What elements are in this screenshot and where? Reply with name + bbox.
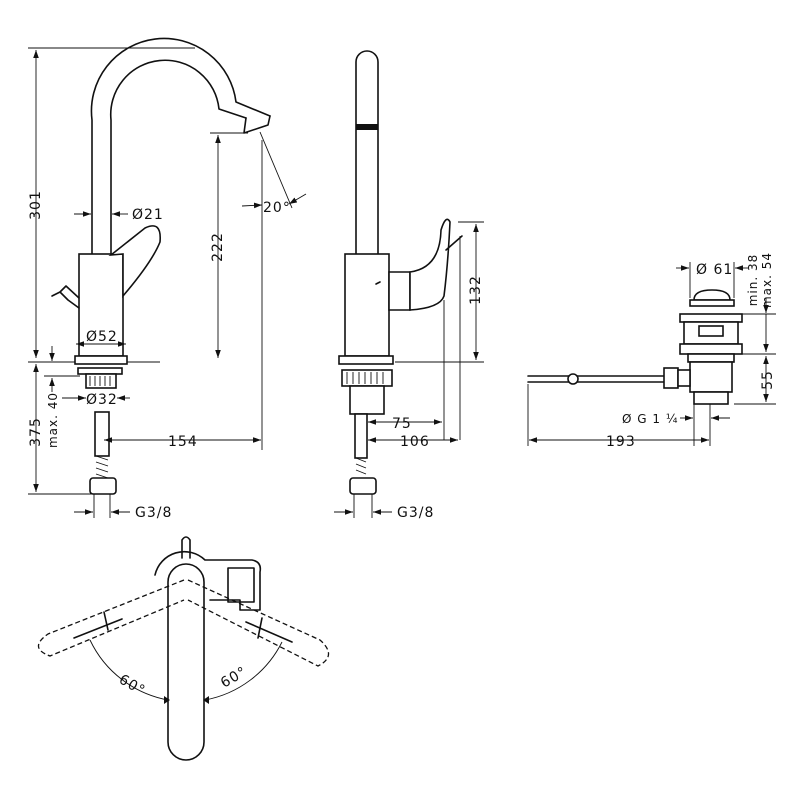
spout-inner (109, 59, 247, 256)
label-below-counter: 375 (28, 417, 44, 447)
dim-tilt-right (288, 193, 307, 205)
left-flow-tick (103, 611, 109, 631)
label-rotation-right: 60° (218, 664, 250, 692)
label-spout-height: 222 (210, 232, 226, 262)
label-waste-thread: Ø G 1 ¼ (622, 412, 678, 426)
label-handle-height: 132 (468, 275, 484, 305)
waste-grid (698, 325, 724, 337)
waste-plug (693, 289, 731, 301)
left-flow-line (73, 618, 123, 639)
label-base-diameter: Ø52 (86, 329, 118, 345)
shank (85, 373, 117, 389)
rod-joint (663, 367, 679, 389)
dim-tilt-left (241, 202, 263, 209)
shank-side (349, 385, 385, 415)
fixing-nut (77, 367, 123, 375)
label-worktop-thickness: max. 40 (46, 392, 60, 448)
label-spout-diameter: Ø21 (132, 207, 164, 223)
hose-braid (95, 455, 109, 479)
rod-clip (567, 373, 579, 385)
right-flow-tick (257, 617, 263, 639)
label-range-max: max. 54 (760, 252, 774, 308)
base-plate-side (338, 355, 394, 365)
top-handle-block (227, 567, 255, 603)
top-view: 60° 60° (37, 536, 330, 761)
spout-rotated-right (187, 579, 330, 667)
front-view: 301 222 20° Ø21 Ø52 Ø32 max. 40 375 154 (28, 37, 307, 521)
arc-right-arrow (203, 696, 209, 704)
spout-rotated-left (37, 579, 185, 657)
hose-connector-side (349, 477, 377, 495)
fixing-nut-side (341, 369, 393, 387)
flange-top (679, 313, 743, 323)
label-handle-offset: 75 (392, 416, 412, 432)
handle-mount (388, 271, 411, 311)
hose (94, 411, 110, 457)
label-plug-diameter: Ø 61 (696, 262, 733, 278)
base-plate (74, 355, 128, 365)
spout-side (355, 50, 379, 256)
label-shank-diameter: Ø32 (86, 392, 118, 408)
shank-thread (89, 376, 111, 386)
arc-left-arrow (164, 696, 170, 704)
label-range-min: min. 38 (746, 254, 760, 307)
mixer-body-side (344, 253, 390, 357)
label-handle-depth: 106 (400, 434, 430, 450)
label-spout-reach: 154 (168, 434, 198, 450)
plug-rim (689, 299, 735, 307)
label-spout-tilt: 20° (263, 200, 291, 216)
label-rod-length: 193 (606, 434, 636, 450)
label-connection-thread: G3/8 (135, 505, 172, 521)
lever-tip (445, 235, 463, 251)
arc-left (89, 639, 169, 701)
waste-tail-end (693, 391, 729, 405)
lever-side (409, 218, 451, 311)
top-pop-up-rod (181, 536, 191, 559)
pop-up-rod (51, 285, 80, 309)
tilt-line (259, 131, 293, 209)
aerator (356, 124, 378, 130)
spout-tip (243, 115, 271, 134)
label-rotation-left: 60° (116, 672, 148, 700)
arc-right (204, 641, 283, 701)
label-tail-height: 55 (760, 370, 776, 390)
top-spout (167, 563, 205, 761)
side-view: 132 75 106 G3/8 (334, 50, 484, 521)
mixer-body (78, 253, 124, 357)
temperature-mark (375, 281, 381, 285)
right-flow-line (245, 621, 293, 643)
flange-nut (679, 343, 743, 355)
top-body-outline (154, 550, 262, 611)
hose-side (354, 413, 368, 459)
spout-outer (90, 37, 271, 256)
nut-thread-side (346, 372, 384, 384)
label-side-connection-thread: G3/8 (397, 505, 434, 521)
hose-connector (89, 477, 117, 495)
rod-nut (677, 369, 691, 387)
hose-braid-side (355, 457, 367, 475)
lever-handle (108, 225, 162, 299)
waste-tail (689, 361, 733, 393)
waste-view: Ø 61 min. 38 max. 54 55 Ø G 1 ¼ 193 (527, 252, 776, 450)
waste-body-mid (687, 353, 735, 363)
label-total-height: 301 (28, 190, 44, 220)
